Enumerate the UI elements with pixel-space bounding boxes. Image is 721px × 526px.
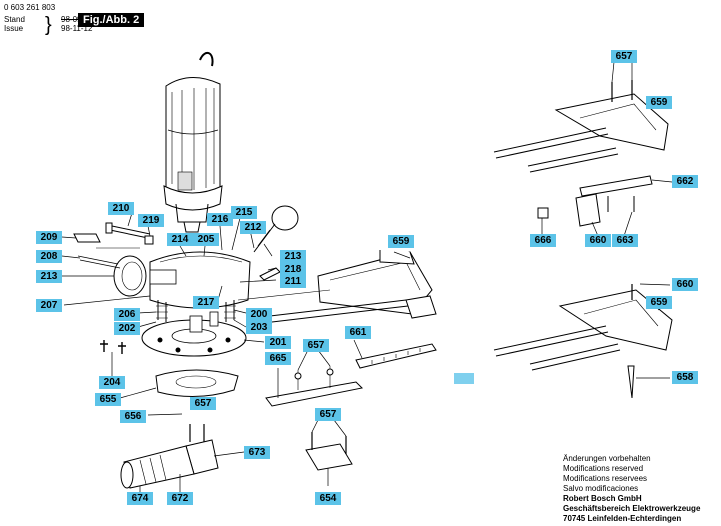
stand-label: Stand <box>4 15 25 24</box>
part-label-205: 205 <box>193 233 219 246</box>
part-label-201: 201 <box>265 336 291 349</box>
part-label-658: 658 <box>672 371 698 384</box>
parallel-guide-left <box>237 250 437 323</box>
router-motor <box>163 51 223 233</box>
notice-fr: Modifications reservees <box>563 474 648 483</box>
part-label-663: 663 <box>612 234 638 247</box>
parallel-guide-right-lower <box>493 284 673 399</box>
part-label-209: 209 <box>36 231 62 244</box>
company-name: Robert Bosch GmbH <box>563 494 642 503</box>
company-address: 70745 Leinfelden-Echterdingen <box>563 514 682 523</box>
part-label-655: 655 <box>95 393 121 406</box>
part-label-673: 673 <box>244 446 270 459</box>
part-label-213-right: 213 <box>280 250 306 263</box>
part-label-203: 203 <box>246 321 272 334</box>
screw-210 <box>109 225 151 239</box>
part-label-207: 207 <box>36 299 62 312</box>
part-label-219: 219 <box>138 214 164 227</box>
part-label-656: 656 <box>120 410 146 423</box>
part-label-657-d: 657 <box>611 50 637 63</box>
plate-655 <box>155 369 239 398</box>
part-label-659-a: 659 <box>388 235 414 248</box>
issue-date: 98-11-12 <box>61 24 93 33</box>
bar-665 <box>265 381 364 407</box>
part-label-218: 218 <box>280 263 306 276</box>
part-label-659-c: 659 <box>646 296 672 309</box>
part-label-665: 665 <box>265 352 291 365</box>
part-label-672: 672 <box>167 492 193 505</box>
company-division: Geschäftsbereich Elektrowerkzeuge <box>563 504 701 513</box>
part-label-214: 214 <box>167 233 193 246</box>
part-label-657-c: 657 <box>315 408 341 421</box>
footer-notice: Änderungen vorbehalten Modifications res… <box>563 454 700 524</box>
figure-title: Fig./Abb. 2 <box>78 13 145 27</box>
part-label-215: 215 <box>231 206 257 219</box>
part-label-661: 661 <box>345 326 371 339</box>
part-label-662: 662 <box>672 175 698 188</box>
part-label-659-b: 659 <box>646 96 672 109</box>
part-label-657-b: 657 <box>303 339 329 352</box>
part-label-212: 212 <box>240 221 266 234</box>
part-label-200: 200 <box>246 308 272 321</box>
knob-right <box>271 205 299 231</box>
notice-en: Modifications reserved <box>563 464 644 473</box>
notice-es: Salvo modificaciones <box>563 484 639 493</box>
issue-label: Issue <box>4 24 24 33</box>
brace-icon: } <box>45 14 52 36</box>
bracket-654 <box>305 443 353 471</box>
part-label-654: 654 <box>315 492 341 505</box>
part-label-213-left: 213 <box>36 270 62 283</box>
part-label-208: 208 <box>36 250 62 263</box>
part-label-660-a: 660 <box>585 234 611 247</box>
old-date: 98-09 <box>61 15 82 24</box>
part-label-217: 217 <box>193 296 219 309</box>
part-label-202: 202 <box>114 322 140 335</box>
parallel-guide-right-upper <box>493 80 669 227</box>
part-label-210: 210 <box>108 202 134 215</box>
extraction-adapter <box>120 424 219 489</box>
part-label-206: 206 <box>114 308 140 321</box>
router-base <box>141 251 251 357</box>
part-label-216: 216 <box>207 213 233 226</box>
part-label-674: 674 <box>127 492 153 505</box>
part-label-211: 211 <box>280 275 306 288</box>
part-number: 0 603 261 803 <box>4 3 56 12</box>
part-label-657-a: 657 <box>190 397 216 410</box>
part-label-204: 204 <box>99 376 125 389</box>
part-label-660-b: 660 <box>672 278 698 291</box>
notice-de: Änderungen vorbehalten <box>563 454 651 463</box>
empty-highlight <box>454 373 474 384</box>
part-label-666: 666 <box>530 234 556 247</box>
